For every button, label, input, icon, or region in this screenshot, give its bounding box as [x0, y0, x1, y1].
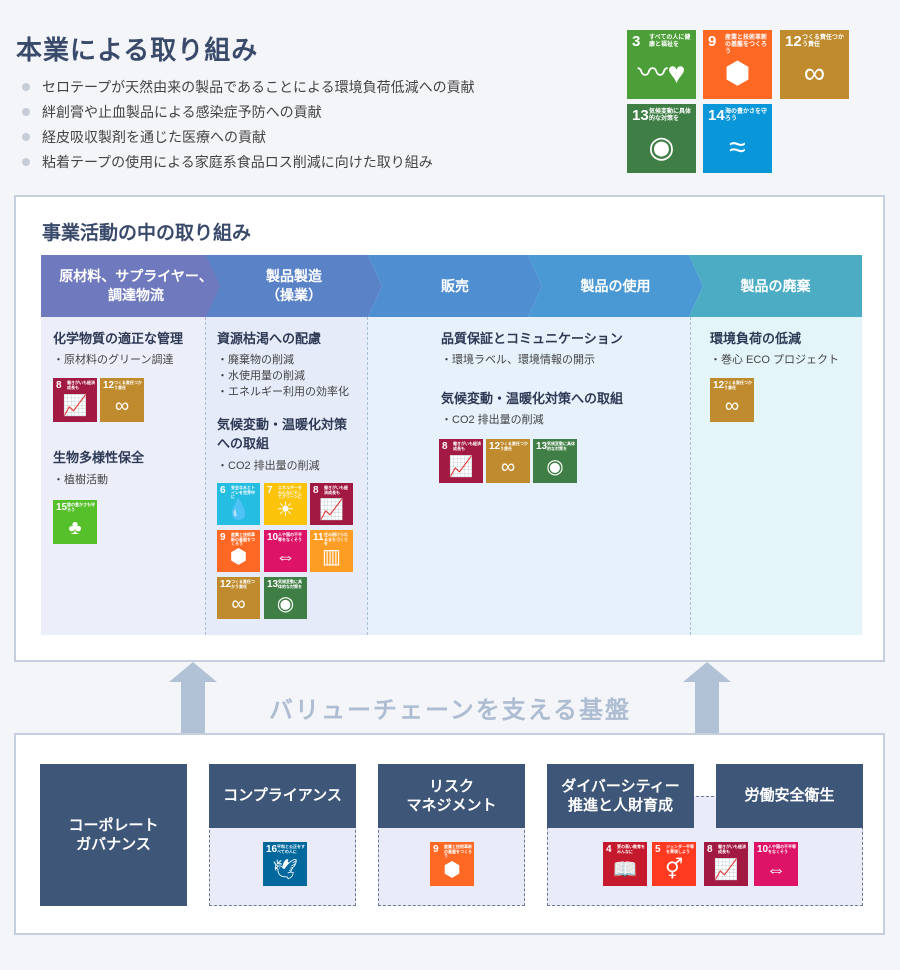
up-arrow-icon: [683, 662, 731, 734]
page-title: 本業による取り組み: [16, 35, 259, 65]
contribution-list: セロテープが天然由来の製品であることによる環境負荷低減への貢献 絆創膏や止血製品…: [22, 74, 475, 174]
heading-quality-communication: 品質保証とコミュニケーション: [441, 331, 623, 346]
stage-manufacturing: 製品製造（操業）: [206, 255, 382, 317]
item-eco-label: ・環境ラベル、環境情報の開示: [441, 354, 595, 366]
item-waste-reduction: ・廃棄物の削減: [217, 354, 294, 366]
heading-climate-action-use: 気候変動・温暖化対策への取組: [441, 391, 624, 406]
item-tree-planting: ・植樹活動: [53, 474, 108, 486]
stage-product-use: 製品の使用: [528, 255, 703, 317]
corporate-governance-box: コーポレートガバナンス: [40, 764, 187, 906]
list-item: セロテープが天然由来の製品であることによる環境負荷低減への貢献: [22, 74, 475, 99]
list-item: 経皮吸収製剤を通じた医療への貢献: [22, 124, 475, 149]
stage-raw-materials: 原材料、サプライヤー、調達物流: [41, 255, 231, 317]
stage-disposal: 製品の廃棄: [689, 255, 862, 317]
risk-management-box: リスクマネジメント: [378, 764, 525, 828]
item-eco-core-project: ・巻心 ECO プロジェクト: [710, 354, 839, 366]
column-raw-materials: [41, 317, 205, 635]
up-arrow-icon: [169, 662, 217, 734]
heading-biodiversity: 生物多様性保全: [53, 450, 145, 465]
item-co2-reduction-use: ・CO2 排出量の削減: [441, 414, 544, 426]
bullet-dot: [22, 157, 30, 166]
item-co2-reduction-mfg: ・CO2 排出量の削減: [217, 460, 320, 472]
bullet-dot: [22, 107, 30, 116]
stage-sales: 販売: [368, 255, 542, 317]
column-disposal: [690, 317, 862, 635]
list-item: 絆創膏や止血製品による感染症予防への貢献: [22, 99, 475, 124]
heading-chemical-management: 化学物質の適正な管理: [53, 331, 184, 346]
foundation-title: バリューチェーンを支える基盤: [268, 697, 632, 724]
activities-title: 事業活動の中の取り組み: [42, 223, 252, 244]
heading-environmental-load: 環境負荷の低減: [710, 331, 802, 346]
bullet-dot: [22, 82, 30, 91]
bullet-dot: [22, 132, 30, 141]
compliance-box: コンプライアンス: [209, 764, 356, 828]
activities-panel: 事業活動の中の取り組み 原材料、サプライヤー、調達物流 製品製造（操業） 販売 …: [14, 195, 885, 662]
heading-climate-action-mfg: 気候変動・温暖化対策への取組: [217, 417, 348, 451]
list-item: 粘着テープの使用による家庭系食品ロス削減に向けた取り組み: [22, 149, 475, 174]
item-green-procurement: ・原材料のグリーン調達: [53, 354, 174, 366]
item-water-reduction: ・水使用量の削減: [217, 370, 305, 382]
heading-resource-depletion: 資源枯渇への配慮: [217, 331, 322, 346]
item-energy-efficiency: ・エネルギー利用の効率化: [217, 386, 349, 398]
occupational-safety-box: 労働安全衛生: [716, 764, 863, 828]
diversity-box: ダイバーシティー推進と人財育成: [547, 764, 694, 828]
